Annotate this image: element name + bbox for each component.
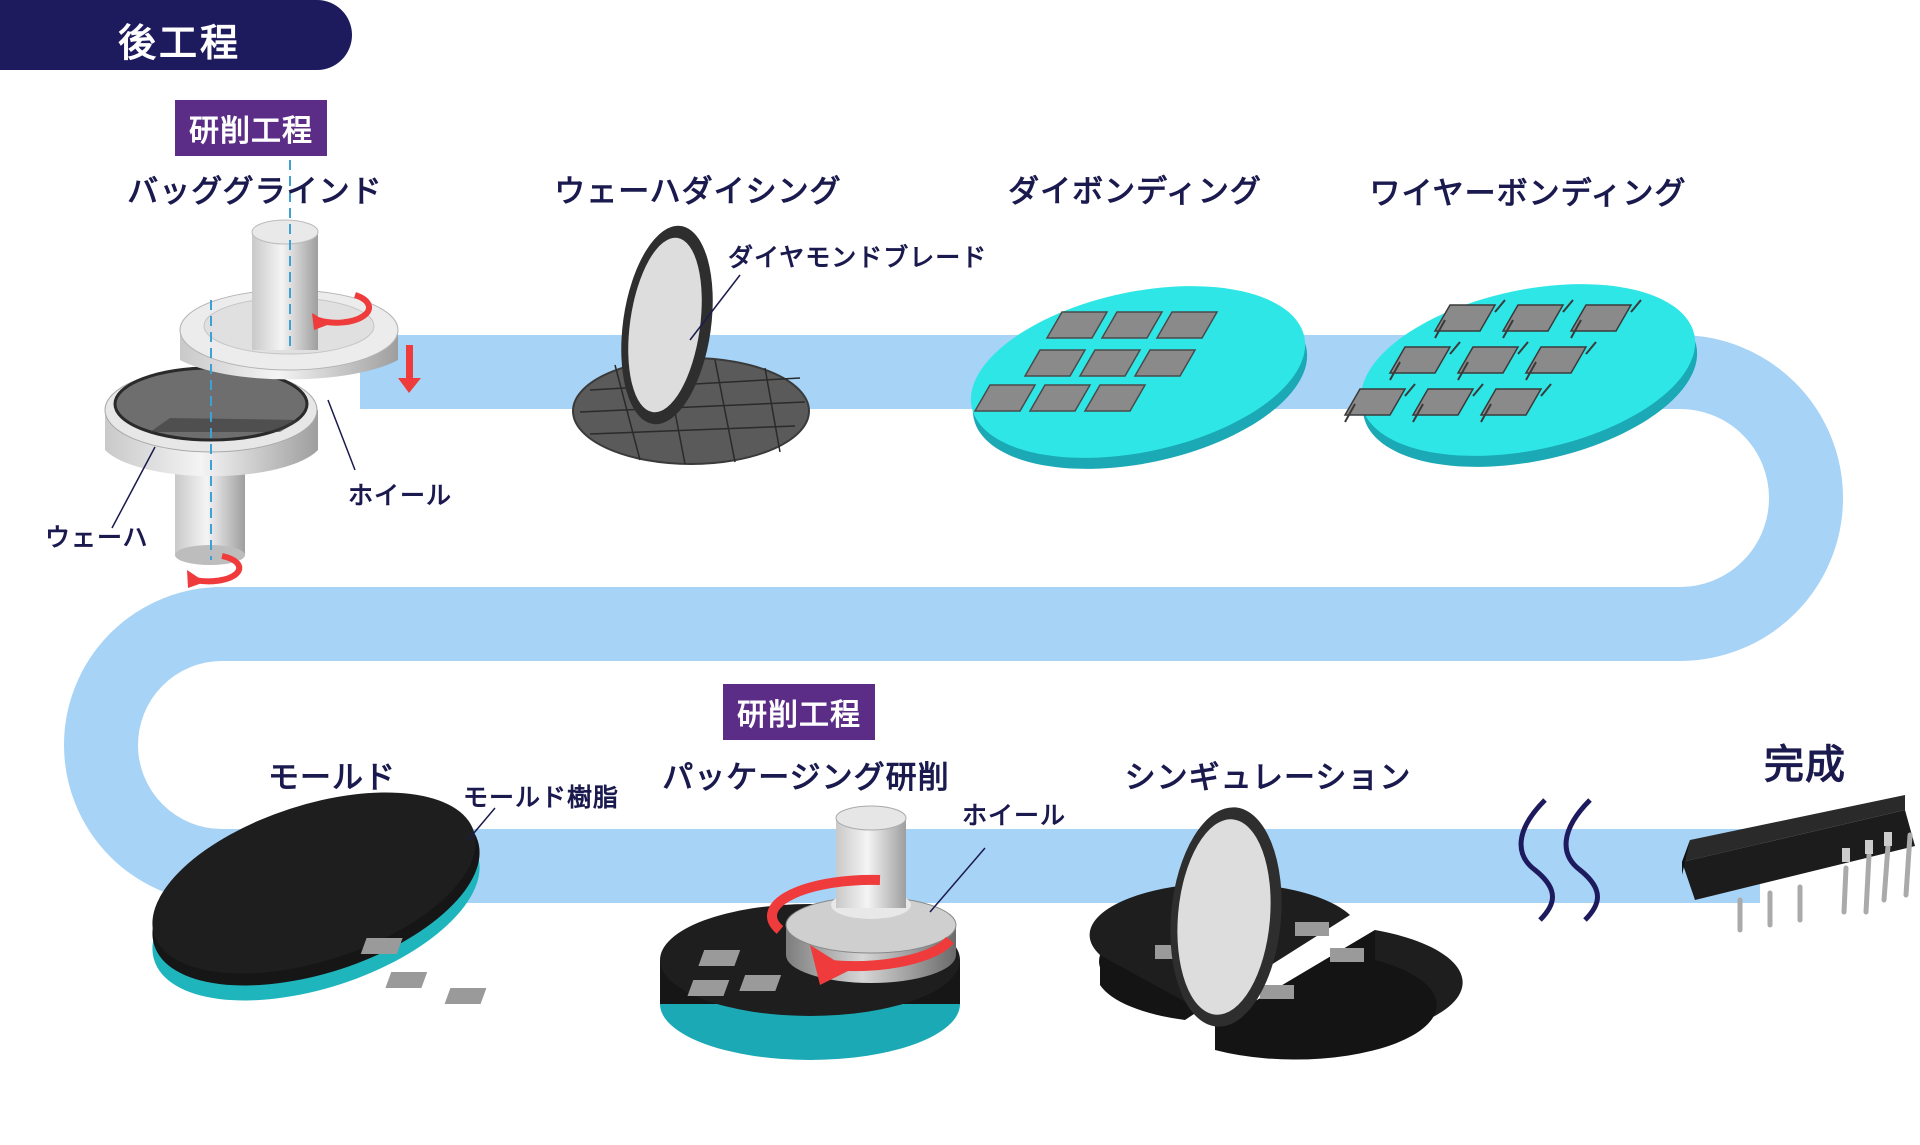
wave-break-symbol <box>1518 798 1600 922</box>
singulation-illustration <box>1089 807 1463 1060</box>
step-wire-bond-title: ワイヤーボンディング <box>1369 176 1687 212</box>
callout-diamond-blade: ダイヤモンドブレード <box>728 243 988 272</box>
back-grind-illustration <box>104 160 421 588</box>
step-back-grind-title: バッググラインド <box>127 174 383 210</box>
step-singulation-title: シンギュレーション <box>1124 760 1412 796</box>
callout-wheel-bottom: ホイール <box>962 801 1067 830</box>
grinding-tag-bottom: 研削工程 <box>723 684 875 740</box>
completed-chip-illustration <box>1682 795 1915 933</box>
mold-illustration <box>152 792 496 1001</box>
grinding-tag-top: 研削工程 <box>175 100 327 156</box>
die-bond-illustration <box>970 286 1308 469</box>
step-complete-title: 完成 <box>1764 742 1846 788</box>
dicing-illustration <box>572 225 810 465</box>
header-title: 後工程 <box>118 21 242 65</box>
callout-wafer: ウェーハ <box>45 523 149 552</box>
header-banner: 後工程 <box>0 0 352 70</box>
package-grind-illustration <box>360 805 986 1060</box>
step-mold-title: モールド <box>268 760 396 796</box>
wire-bond-illustration <box>1343 284 1698 467</box>
callout-wheel-top: ホイール <box>348 481 453 510</box>
step-dicing-title: ウェーハダイシング <box>554 174 842 210</box>
step-die-bond-title: ダイボンディング <box>1008 174 1262 210</box>
flow-path <box>64 335 1843 903</box>
step-package-grind-title: パッケージング研削 <box>662 760 950 796</box>
callout-mold-resin: モールド樹脂 <box>463 783 620 812</box>
